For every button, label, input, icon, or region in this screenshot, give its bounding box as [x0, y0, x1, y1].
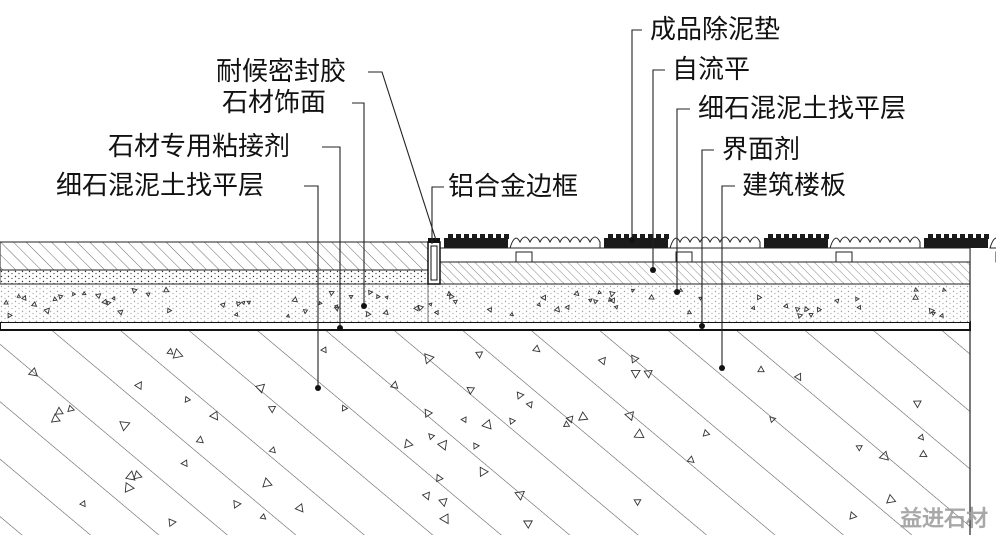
leader-dots	[315, 237, 725, 391]
sealant	[428, 238, 440, 243]
label-aluminium-frame: 铝合金边框	[448, 172, 579, 202]
aluminium-frame	[427, 241, 441, 285]
label-self-leveling: 自流平	[672, 55, 751, 85]
label-stone-adhesive: 石材专用粘接剂	[108, 132, 291, 162]
slab-aggregate	[27, 344, 928, 530]
label-interface-agent: 界面剂	[722, 135, 801, 165]
interface-agent-layer	[0, 321, 971, 331]
label-building-slab: 建筑楼板	[742, 171, 847, 201]
entrance-mat-profile	[444, 234, 996, 263]
building-slab	[0, 330, 970, 535]
screed-aggregate	[3, 286, 947, 320]
label-right-screed: 细石混泥土找平层	[698, 94, 907, 124]
self-leveling	[439, 261, 971, 285]
label-stone-finish: 石材饰面	[222, 88, 327, 118]
watermark-logo: 益进石材	[899, 507, 988, 532]
mat-base	[439, 247, 971, 263]
stone-finish	[0, 241, 429, 271]
leader-lines	[304, 29, 735, 388]
label-left-screed: 细石混泥土找平层	[56, 171, 265, 201]
label-sealant: 耐候密封胶	[216, 57, 347, 87]
label-entrance-mat: 成品除泥垫	[650, 15, 781, 45]
